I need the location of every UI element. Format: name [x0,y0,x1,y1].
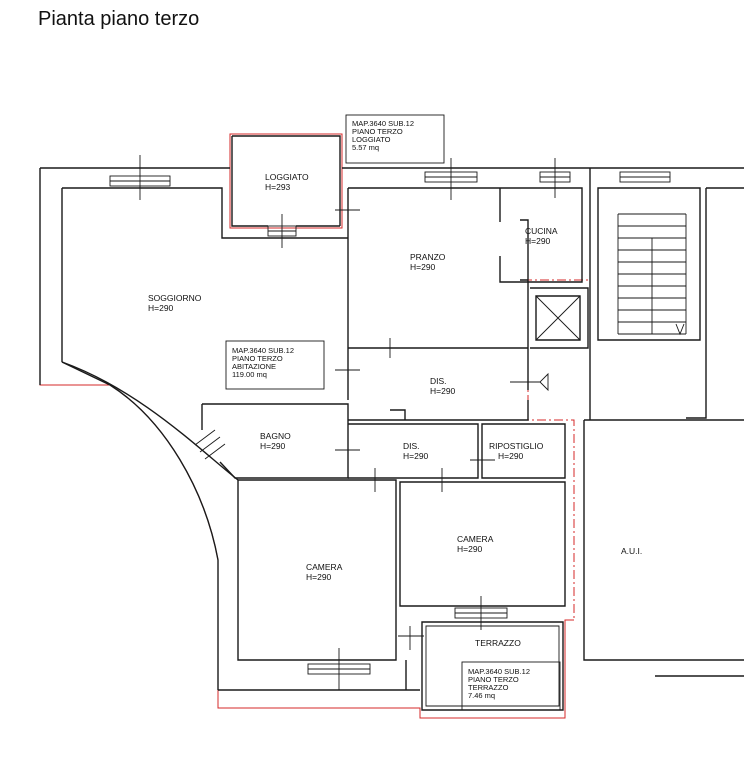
svg-text:119.00 mq: 119.00 mq [232,370,267,379]
room-height: H=290 [498,451,524,461]
svg-text:7.46 mq: 7.46 mq [468,691,495,700]
room-label: BAGNO [260,431,291,441]
svg-text:5.57 mq: 5.57 mq [352,143,379,152]
room-label: TERRAZZO [475,638,521,648]
room-height: H=290 [403,451,429,461]
room-label: LOGGIATO [265,172,309,182]
drawing-title: Pianta piano terzo [38,8,200,30]
info-box-terrazzo: MAP.3640 SUB.12 PIANO TERZO TERRAZZO 7.4… [461,661,561,711]
info-box-loggiato: MAP.3640 SUB.12 PIANO TERZO LOGGIATO 5.5… [345,114,445,164]
room-label: CAMERA [306,562,343,572]
room-height: H=293 [265,182,291,192]
info-box-abitazione: MAP.3640 SUB.12 PIANO TERZO ABITAZIONE 1… [225,340,325,390]
svg-text:TERRAZZO: TERRAZZO [468,683,509,692]
room-height: H=290 [430,386,456,396]
room-label: DIS. [430,376,447,386]
svg-text:PIANO TERZO: PIANO TERZO [232,354,283,363]
staircase [617,213,687,336]
room-label: CUCINA [525,226,558,236]
walls [39,135,744,711]
svg-text:PIANO TERZO: PIANO TERZO [468,675,519,684]
room-label: DIS. [403,441,420,451]
room-height: H=290 [306,572,332,582]
room-label: RIPOSTIGLIO [489,441,544,451]
svg-text:MAP.3640 SUB.12: MAP.3640 SUB.12 [352,119,414,128]
room-labels: LOGGIATO H=293 SOGGIORNO H=290 PRANZO H=… [148,172,642,648]
doors [335,198,549,650]
room-label: SOGGIORNO [148,293,202,303]
room-height: H=290 [457,544,483,554]
svg-text:MAP.3640 SUB.12: MAP.3640 SUB.12 [468,667,530,676]
svg-text:PIANO TERZO: PIANO TERZO [352,127,403,136]
other-unit-label: A.U.I. [621,546,642,556]
svg-text:LOGGIATO: LOGGIATO [352,135,391,144]
svg-text:ABITAZIONE: ABITAZIONE [232,362,276,371]
room-label: PRANZO [410,252,446,262]
room-height: H=290 [260,441,286,451]
windows [109,155,671,690]
svg-text:MAP.3640 SUB.12: MAP.3640 SUB.12 [232,346,294,355]
room-label: CAMERA [457,534,494,544]
room-height: H=290 [525,236,551,246]
room-height: H=290 [148,303,174,313]
room-height: H=290 [410,262,436,272]
property-boundary [39,133,591,719]
